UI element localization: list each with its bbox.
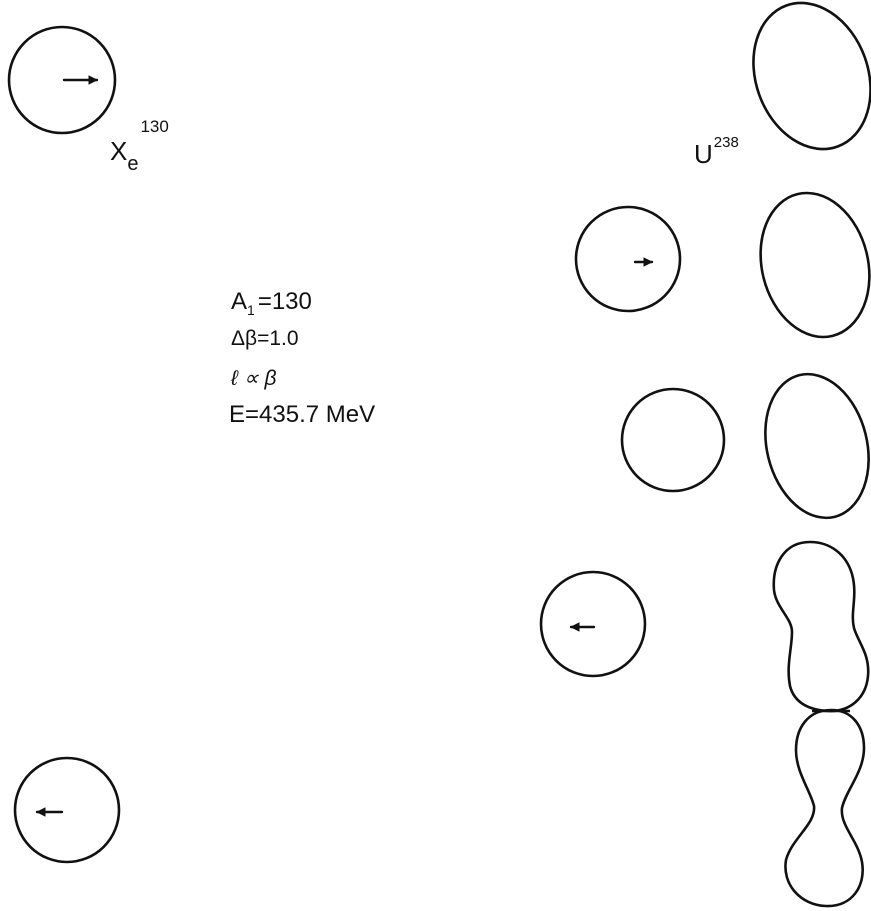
xenon-nucleus-frame-3 bbox=[620, 387, 726, 493]
param-energy: E=435.7 MeV bbox=[229, 401, 375, 428]
uranium-nucleus-frame-3 bbox=[764, 372, 870, 520]
uranium-nucleus-frame-1 bbox=[752, 1, 871, 151]
xenon-nucleus-frame-1 bbox=[7, 25, 117, 135]
parameter-block: A1=130 Δβ=1.0 ℓ ∝ β E=435.7 MeV bbox=[229, 288, 375, 428]
uranium-label: U238 bbox=[694, 134, 739, 169]
param-delta-beta: Δβ=1.0 bbox=[231, 327, 299, 350]
param-a1: A1=130 bbox=[231, 288, 312, 318]
param-l-alpha-beta: ℓ ∝ β bbox=[230, 367, 276, 390]
xenon-label: Xe130 bbox=[110, 117, 169, 175]
uranium-nucleus-frame-5-fissioned bbox=[784, 708, 866, 908]
xenon-nucleus-frame-4 bbox=[539, 570, 647, 678]
uranium-nucleus-frame-4-necked bbox=[772, 540, 870, 713]
uranium-nucleus-frame-2 bbox=[759, 191, 871, 339]
xenon-nucleus-frame-2 bbox=[574, 205, 682, 313]
xenon-nucleus-frame-5 bbox=[13, 756, 121, 864]
